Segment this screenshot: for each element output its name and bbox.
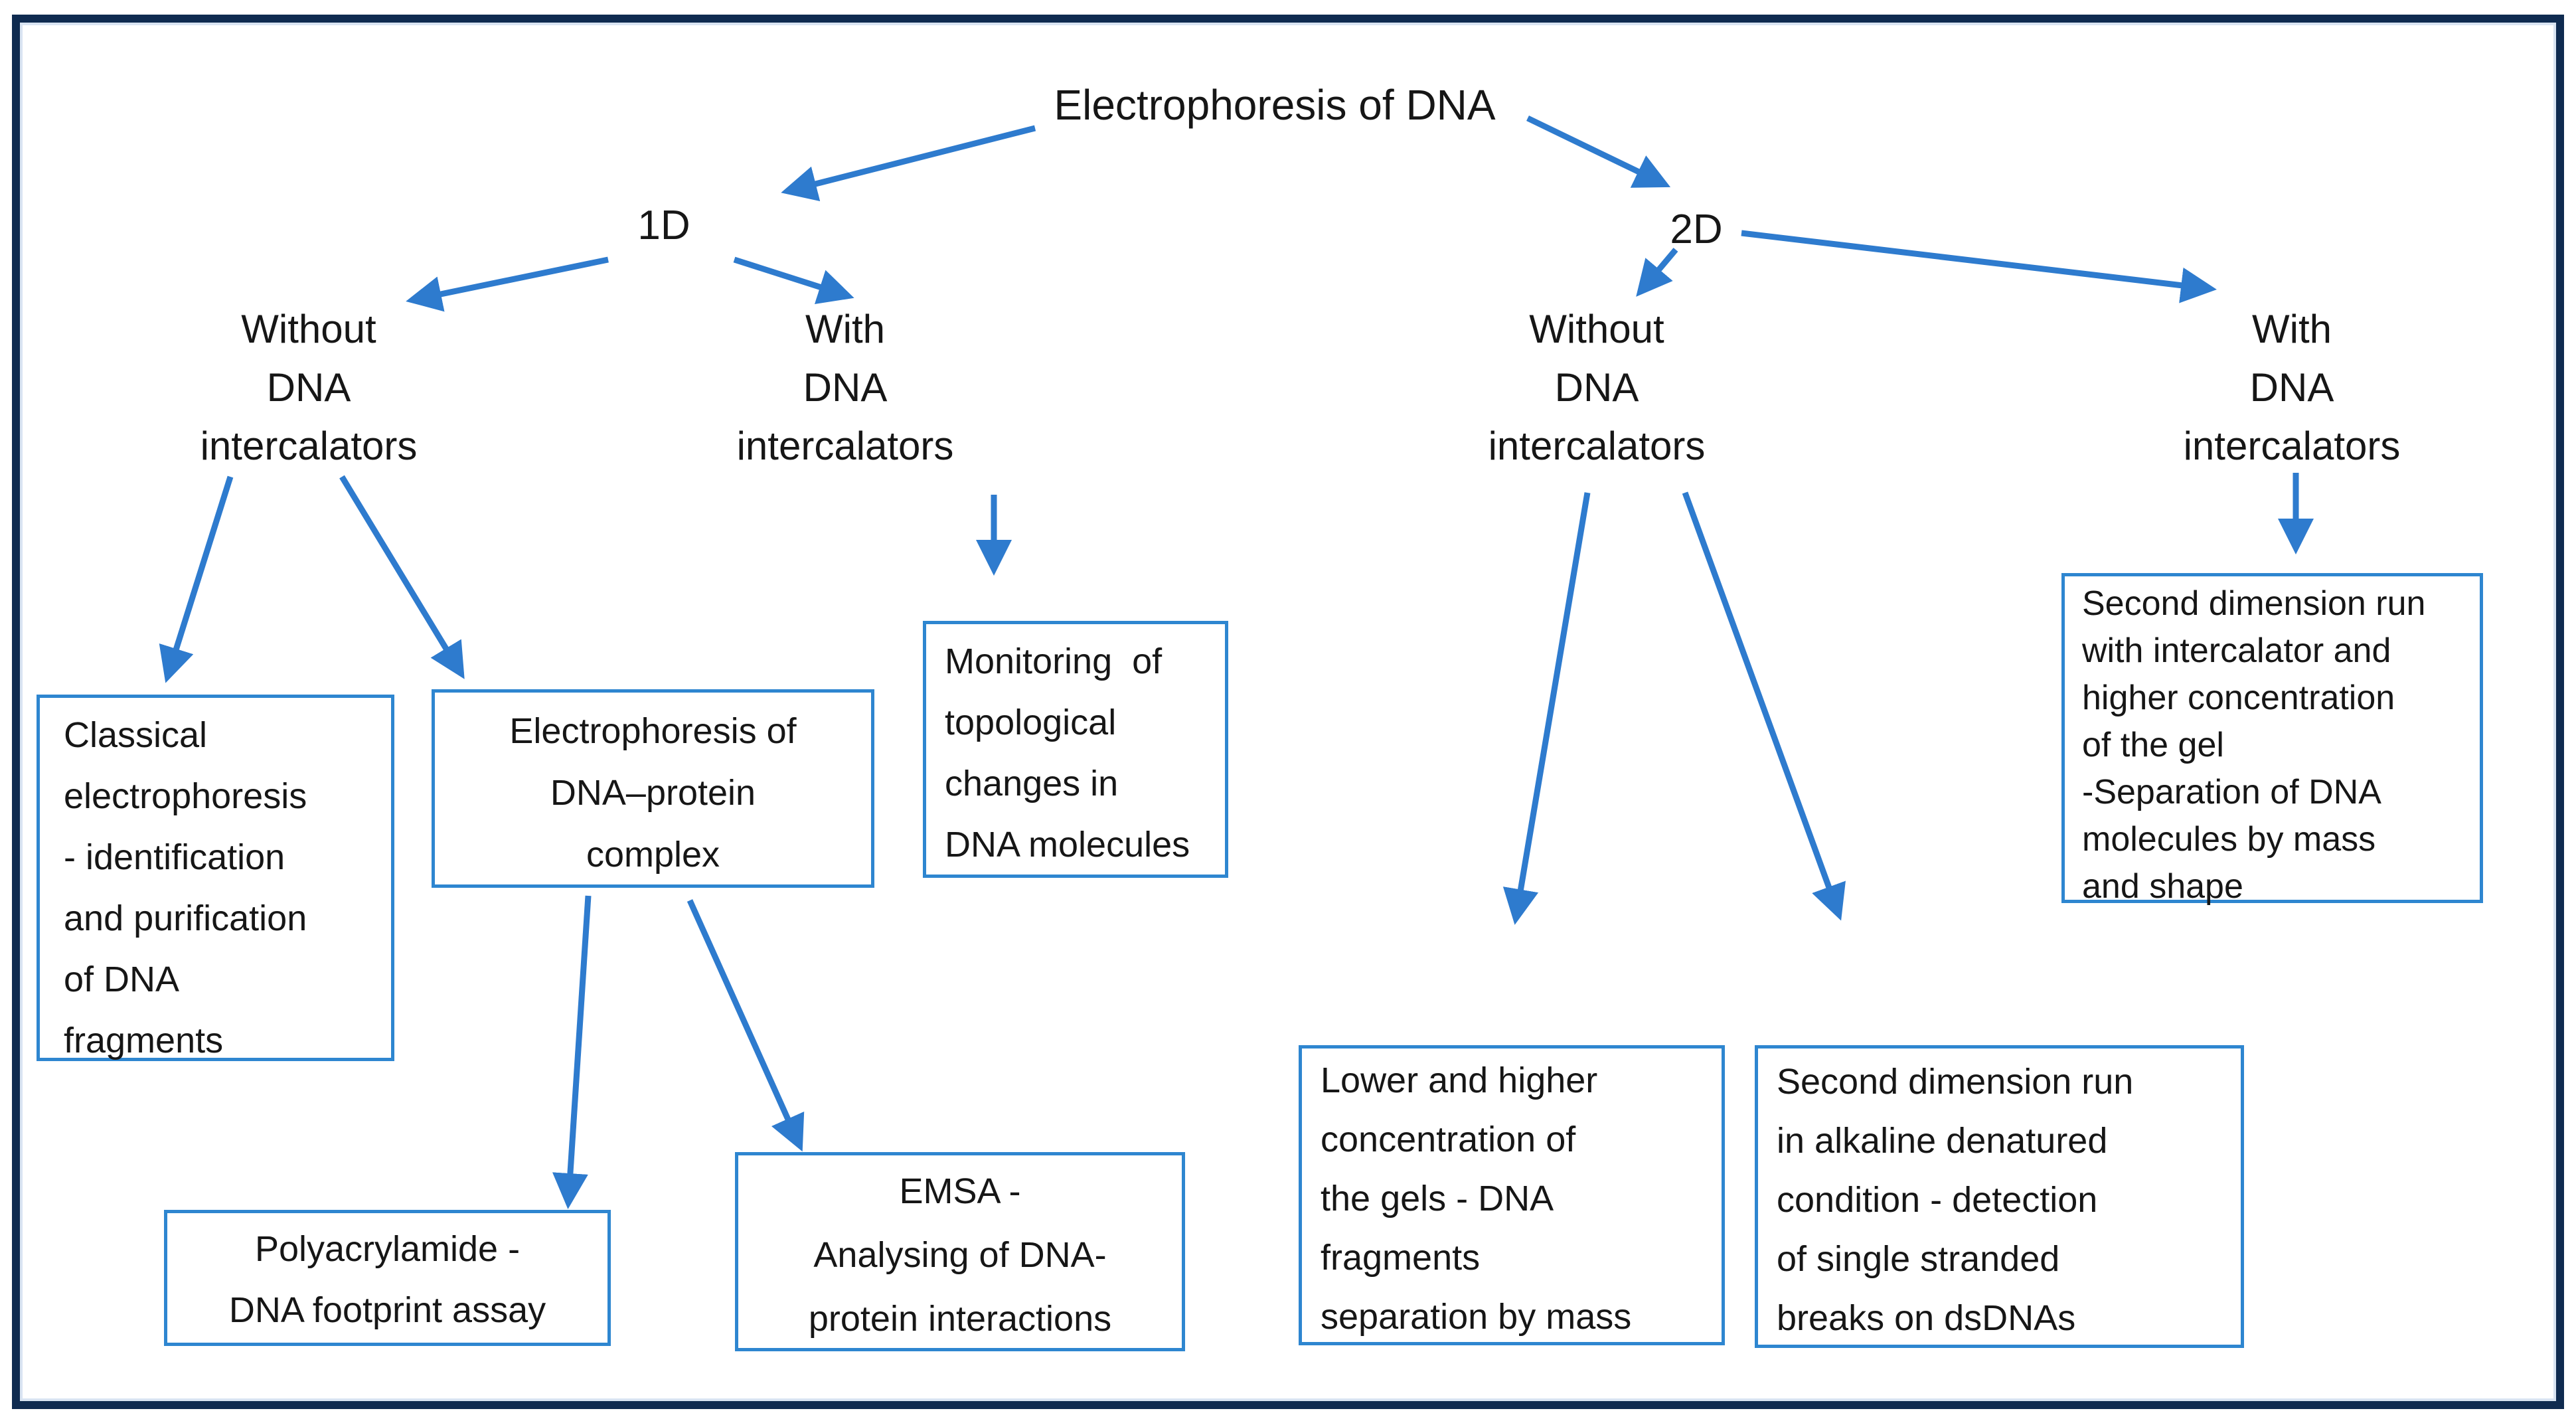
root-node-label: Electrophoresis of DNA: [1054, 81, 1496, 129]
node-1d-with-intercalators: With DNA intercalators: [736, 307, 954, 468]
box-second-dimension-intercalator: Second dimension run with intercalator a…: [2061, 573, 2483, 906]
box-monitoring-topological-changes: Monitoring of topological changes in DNA…: [923, 621, 1228, 878]
box-polyacrylamide-footprint: Polyacrylamide - DNA footprint assay: [164, 1210, 611, 1346]
box-classical-electrophoresis: Classical electrophoresis - identificati…: [37, 695, 394, 1061]
box-emsa: EMSA - Analysing of DNA- protein interac…: [735, 1152, 1185, 1351]
box-lower-higher-concentration: Lower and higher concentration of the ge…: [1299, 1045, 1725, 1345]
node-2d-without-intercalators: Without DNA intercalators: [1488, 307, 1706, 468]
node-2d-with-intercalators: With DNA intercalators: [2183, 307, 2401, 468]
outer-frame: [12, 15, 2564, 1409]
node-2d-label: 2D: [1670, 207, 1723, 252]
node-1d-label: 1D: [637, 203, 690, 248]
box-dna-protein-complex: Electrophoresis of DNA–protein complex: [432, 689, 874, 888]
box-alkaline-denatured: Second dimension run in alkaline denatur…: [1755, 1045, 2244, 1348]
node-1d-without-intercalators: Without DNA intercalators: [200, 307, 418, 468]
